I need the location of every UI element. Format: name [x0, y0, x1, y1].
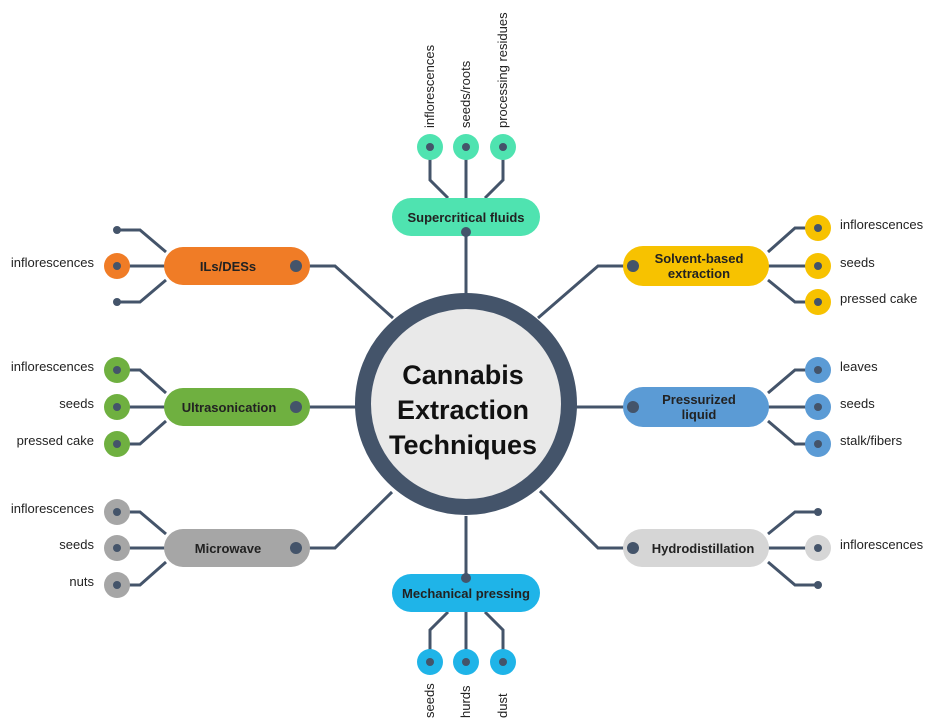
- center-ring: [355, 293, 577, 515]
- dot: [113, 298, 121, 306]
- dot: [426, 658, 434, 666]
- node-ils: ILs/DESs: [164, 247, 292, 285]
- spoke-microwave: [296, 490, 394, 550]
- leaf-label: inflorescences: [840, 217, 924, 232]
- dot: [113, 403, 121, 411]
- dot: [290, 542, 302, 554]
- leaf-label: inflorescences: [422, 44, 437, 128]
- leaf-label: leaves: [840, 359, 878, 374]
- pill-solvent: [623, 246, 769, 286]
- leaf-label: inflorescences: [10, 255, 94, 270]
- node-pressurized-label: Pressurized liquid: [662, 392, 736, 422]
- dot: [113, 226, 121, 234]
- leaf-label: inflorescences: [10, 359, 94, 374]
- spoke-solvent: [537, 264, 633, 320]
- dot: [290, 260, 302, 272]
- dot: [462, 658, 470, 666]
- leaf-label: pressed cake: [16, 433, 94, 448]
- pill-ils: [164, 247, 310, 285]
- dot: [426, 143, 434, 151]
- center-title-line1: Cannabis: [402, 359, 524, 390]
- center-title-line3: Techniques: [388, 429, 538, 460]
- connector-ils-1: [117, 228, 167, 254]
- dot: [499, 658, 507, 666]
- leaf-label: inflorescences: [10, 501, 94, 516]
- dot: [461, 573, 471, 583]
- spoke-ils: [296, 264, 395, 320]
- pill-hydrodistillation: [623, 529, 769, 567]
- pill-mechanical: [392, 574, 540, 612]
- dot: [814, 298, 822, 306]
- node-mechanical-label: Mechanical pressing: [402, 585, 530, 601]
- center-title: Cannabis Extraction Techniques: [373, 340, 553, 480]
- spoke-hydrodistillation: [538, 489, 633, 550]
- leaf-label: dust: [495, 693, 510, 718]
- leaf-label: seeds: [840, 396, 875, 411]
- node-microwave-label: Microwave: [194, 540, 262, 556]
- dot: [462, 143, 470, 151]
- node-hydrodistillation: Hydrodistillation: [637, 529, 769, 567]
- dot: [627, 260, 639, 272]
- leaf-label: seeds: [59, 396, 94, 411]
- dot: [814, 581, 822, 589]
- dot: [814, 366, 822, 374]
- dot: [627, 542, 639, 554]
- leaf-label: stalk/fibers: [840, 433, 903, 448]
- dot: [113, 508, 121, 516]
- node-hydrodistillation-label: Hydrodistillation: [651, 540, 755, 556]
- dot: [499, 143, 507, 151]
- dot: [290, 401, 302, 413]
- node-solvent-label: Solvent-based extraction: [654, 251, 744, 281]
- node-mechanical: Mechanical pressing: [392, 574, 540, 612]
- dot: [814, 262, 822, 270]
- leaf-label: seeds/roots: [458, 60, 473, 128]
- node-solvent: Solvent-based extraction: [623, 246, 769, 286]
- leaf-label: inflorescences: [840, 537, 924, 552]
- leaf-label: pressed cake: [840, 291, 918, 306]
- dot: [113, 440, 121, 448]
- node-pressurized: Pressurized liquid: [623, 387, 769, 427]
- leaf-label: seeds: [422, 683, 437, 718]
- dot: [113, 262, 121, 270]
- connector-hydro-1: [767, 510, 818, 536]
- center-title-line2: Extraction: [396, 394, 530, 425]
- dot: [814, 440, 822, 448]
- leaf-label: processing residues: [495, 12, 510, 128]
- dot: [113, 581, 121, 589]
- node-supercritical-label: Supercritical fluids: [407, 209, 525, 225]
- dot: [113, 544, 121, 552]
- node-supercritical: Supercritical fluids: [392, 198, 540, 236]
- connector-ils-3: [117, 278, 167, 304]
- connector-dots: [113, 143, 822, 666]
- dot: [814, 508, 822, 516]
- dot: [814, 544, 822, 552]
- connector-hydro-3: [767, 560, 818, 587]
- node-ultrasonication: Ultrasonication: [164, 388, 294, 426]
- pill-ultrasonication: [164, 388, 310, 426]
- dot: [461, 227, 471, 237]
- pill-pressurized: [623, 387, 769, 427]
- leaf-label: seeds: [59, 537, 94, 552]
- node-microwave: Microwave: [164, 529, 292, 567]
- pill-supercritical: [392, 198, 540, 236]
- node-ils-label: ILs/DESs: [199, 258, 257, 274]
- dot: [814, 403, 822, 411]
- leaf-label: seeds: [840, 255, 875, 270]
- leaf-label: hurds: [458, 685, 473, 718]
- dot: [814, 224, 822, 232]
- pill-microwave: [164, 529, 310, 567]
- node-ultrasonication-label: Ultrasonication: [181, 399, 277, 415]
- leaf-label: nuts: [69, 574, 94, 589]
- dot: [113, 366, 121, 374]
- dot: [627, 401, 639, 413]
